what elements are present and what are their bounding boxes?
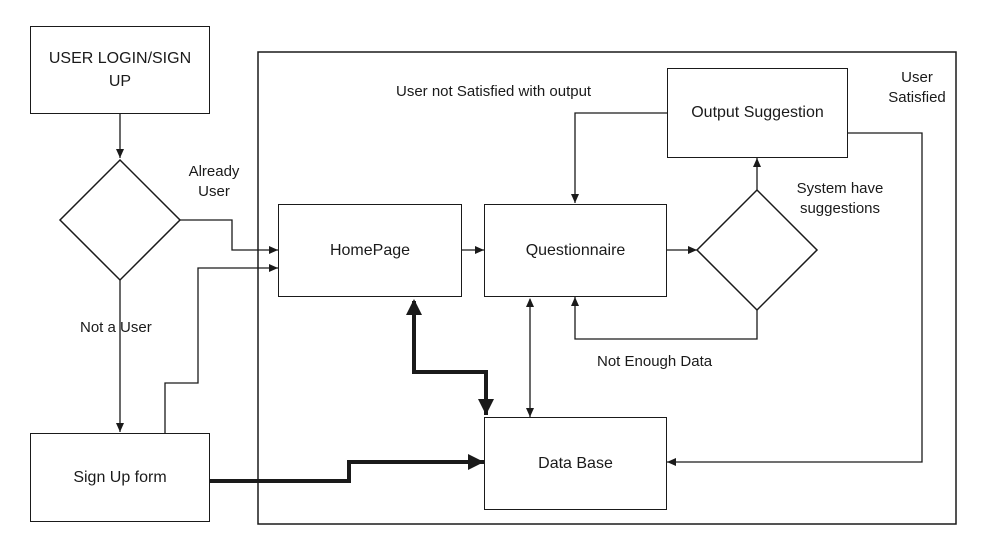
already-user-label: Already User [188,163,240,201]
database-box: Data Base [484,417,667,510]
user-check-diamond [58,158,182,282]
signup-form-label: Sign Up form [73,468,167,486]
not-a-user-label: Not a User [80,319,152,336]
edge-not-enough-data [571,297,758,340]
system-boundary [257,51,957,525]
edge-homepage-database [406,299,494,415]
satisfied-label: User Satisfied [888,69,946,107]
edge-signup-to-database [210,454,484,483]
edge-signup-to-homepage [164,264,278,433]
questionnaire-label: Questionnaire [525,241,626,259]
edge-already-user [180,219,278,254]
login-label: USER LOGIN/SIGN UP [48,49,192,90]
output-suggestion-label: Output Suggestion [691,104,824,122]
edge-satisfied [667,132,923,466]
homepage-label: HomePage [329,241,411,259]
not-enough-data-label: Not Enough Data [597,353,713,370]
homepage-box: HomePage [278,204,462,297]
not-satisfied-label: User not Satisfied with output [396,83,592,100]
questionnaire-box: Questionnaire [484,204,667,297]
database-label: Data Base [538,454,613,472]
login-box: USER LOGIN/SIGN UP [30,26,210,114]
edge-not-satisfied [571,112,667,203]
output-suggestion-box: Output Suggestion [667,68,848,158]
signup-form-box: Sign Up form [30,433,210,522]
has-suggestions-label: System have suggestions [796,180,884,218]
